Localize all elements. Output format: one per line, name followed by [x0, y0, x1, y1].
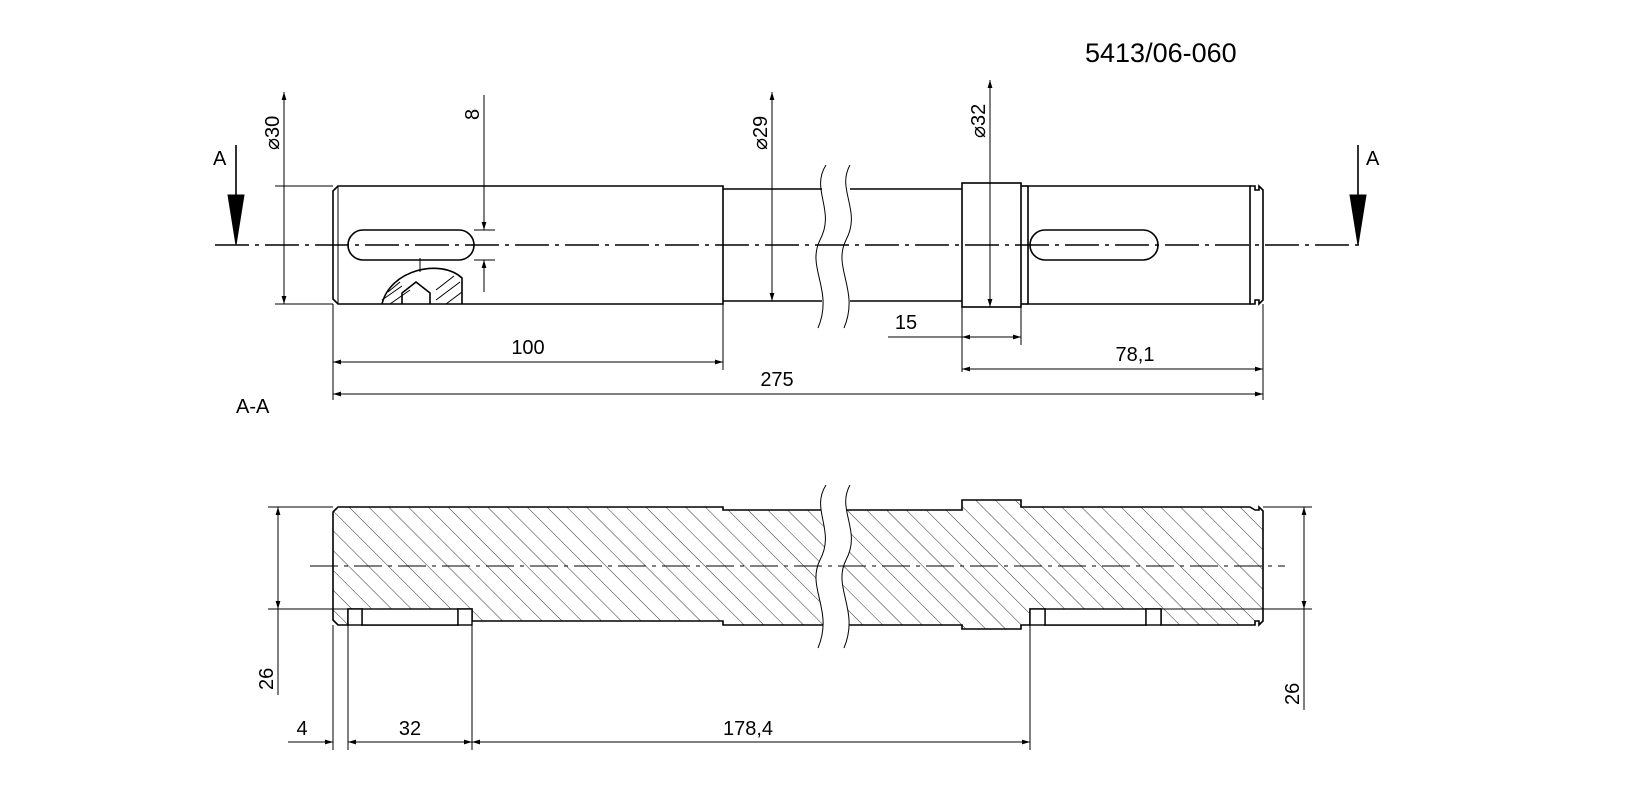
dim-key-width-label: 8	[462, 109, 484, 120]
top-view: A A	[213, 80, 1380, 400]
dim-key-offset-label: 4	[296, 718, 307, 740]
partial-section-cutout	[381, 267, 463, 305]
dim-depth-left-label: 26	[256, 668, 278, 690]
break-line-top-2	[841, 164, 852, 329]
dim-length-275: 275	[333, 369, 1263, 397]
dim-collar-width-label: 15	[895, 312, 917, 334]
section-label: A-A	[236, 396, 270, 418]
section-marker-right-label: A	[1366, 148, 1380, 170]
dim-key-spacing-label: 178,4	[723, 718, 773, 740]
dim-depth-right-label: 26	[1282, 683, 1304, 705]
dim-dia-32: ⌀32	[968, 80, 993, 307]
dim-length-78-1-label: 78,1	[1116, 344, 1155, 366]
keyway-right	[1029, 229, 1159, 261]
section-keyway-left	[361, 608, 459, 626]
dim-length-100: 100	[332, 189, 724, 400]
section-marker-left-label: A	[213, 148, 227, 170]
dim-dia-29: ⌀29	[750, 92, 775, 301]
keyway-left	[347, 229, 475, 261]
drawing-number: 5413/06-060	[1085, 38, 1237, 68]
dim-dia-32-label: ⌀32	[968, 104, 990, 138]
dim-depth-left: 26	[256, 506, 348, 695]
dim-key-positions: 4 32 178,4	[288, 625, 1031, 750]
dim-dia-30: ⌀30	[262, 92, 333, 305]
dim-dia-30-label: ⌀30	[262, 116, 284, 150]
dim-collar-width: 15	[888, 307, 1022, 372]
dim-depth-right: 26	[1161, 506, 1312, 710]
section-marker-left: A	[213, 145, 245, 246]
section-marker-right: A	[1349, 145, 1380, 246]
break-line-section-1	[815, 484, 827, 649]
dim-length-100-label: 100	[511, 337, 544, 359]
dim-length-78-1: 78,1	[962, 304, 1264, 400]
dim-key-width: 8	[462, 95, 495, 292]
break-line-top-1	[815, 164, 827, 329]
section-keyway-right	[1044, 608, 1147, 626]
break-line-section-2	[841, 484, 852, 649]
section-view: 26 26 4 32 178,4	[256, 484, 1312, 750]
dim-length-275-label: 275	[760, 369, 793, 391]
dim-key-length-label: 32	[399, 718, 421, 740]
dim-dia-29-label: ⌀29	[750, 116, 772, 150]
